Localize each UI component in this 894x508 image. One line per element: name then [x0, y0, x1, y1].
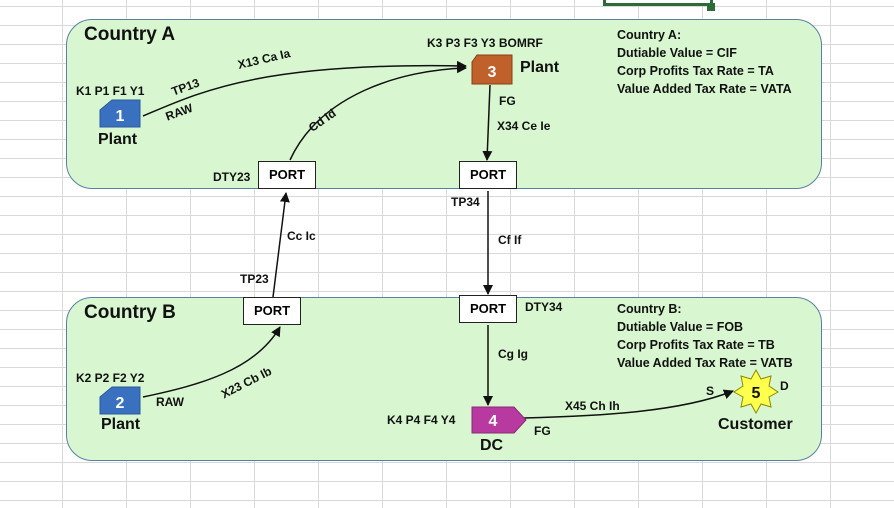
country-a-corp-tax: Corp Profits Tax Rate = TA: [617, 64, 774, 78]
country-b-vat: Value Added Tax Rate = VATB: [617, 356, 793, 370]
edge-porta-to-3[interactable]: [289, 63, 467, 161]
plant-1-label: Plant: [98, 131, 138, 148]
plant-1-node[interactable]: [99, 99, 141, 128]
edge-label-cg-ig: Cg Ig: [498, 347, 528, 361]
edge-label-x34: X34 Ce Ie: [497, 119, 551, 133]
country-b-panel: [66, 297, 822, 461]
plant-3-label: Plant: [520, 59, 560, 76]
country-a-panel: [66, 19, 822, 189]
country-a-title: Country A: [84, 24, 176, 45]
country-a-info: Country A: Dutiable Value = CIF Corp Pro…: [617, 26, 792, 98]
port-b-left[interactable]: PORT: [243, 297, 301, 325]
edge-label-raw-b: RAW: [156, 395, 184, 409]
country-b-corp-tax: Corp Profits Tax Rate = TB: [617, 338, 775, 352]
country-b-info: Country B: Dutiable Value = FOB Corp Pro…: [617, 300, 793, 372]
plant-2-node[interactable]: [99, 386, 141, 415]
edge-label-cc-ic: Cc Ic: [287, 229, 316, 243]
edge-label-dty23: DTY23: [213, 170, 251, 184]
plant-3-params: K3 P3 F3 Y3 BOMRF: [427, 36, 543, 50]
plant-3-node[interactable]: [471, 54, 513, 85]
edge-3-to-porta[interactable]: [482, 84, 493, 161]
plant-2-params: K2 P2 F2 Y2: [76, 371, 145, 385]
edge-label-tp34: TP34: [451, 195, 480, 209]
edge-label-dty34: DTY34: [525, 300, 563, 314]
country-b-title: Country B: [84, 302, 176, 323]
customer-5-s-label: S: [706, 384, 715, 398]
port-a-left[interactable]: PORT: [258, 161, 316, 189]
edge-4-to-5[interactable]: [523, 389, 734, 419]
port-a-right[interactable]: PORT: [459, 161, 517, 189]
dc-4-node[interactable]: [471, 406, 527, 434]
customer-5-node[interactable]: [733, 368, 779, 415]
country-b-info-heading: Country B:: [617, 302, 682, 316]
country-a-vat: Value Added Tax Rate = VATA: [617, 82, 792, 96]
edge-label-tp23: TP23: [240, 272, 269, 286]
customer-5-label: Customer: [718, 416, 793, 433]
customer-5-number: 5: [752, 385, 761, 402]
edge-label-cf-if: Cf If: [498, 233, 522, 247]
country-a-dutiable: Dutiable Value = CIF: [617, 46, 737, 60]
country-b-dutiable: Dutiable Value = FOB: [617, 320, 744, 334]
edge-label-fg-a: FG: [499, 94, 516, 108]
port-b-right[interactable]: PORT: [459, 295, 517, 323]
dc-4-number: 4: [489, 413, 498, 430]
plant-1-params: K1 P1 F1 Y1: [76, 84, 145, 98]
plant-2-number: 2: [116, 395, 125, 412]
edge-2-to-portb[interactable]: [142, 326, 281, 398]
plant-1-number: 1: [116, 108, 125, 125]
plant-2-label: Plant: [101, 416, 141, 433]
edge-portb-to-porta[interactable]: [272, 192, 290, 298]
dc-4-label: DC: [480, 437, 504, 454]
country-a-info-heading: Country A:: [617, 28, 682, 42]
fill-handle[interactable]: [707, 3, 715, 11]
plant-3-number: 3: [488, 64, 497, 81]
edge-label-fg-b: FG: [534, 424, 551, 438]
dc-4-params: K4 P4 F4 Y4: [387, 413, 456, 427]
customer-5-d-label: D: [780, 379, 789, 393]
edge-label-x45: X45 Ch Ih: [565, 399, 620, 413]
edge-1-to-3[interactable]: [142, 60, 467, 117]
